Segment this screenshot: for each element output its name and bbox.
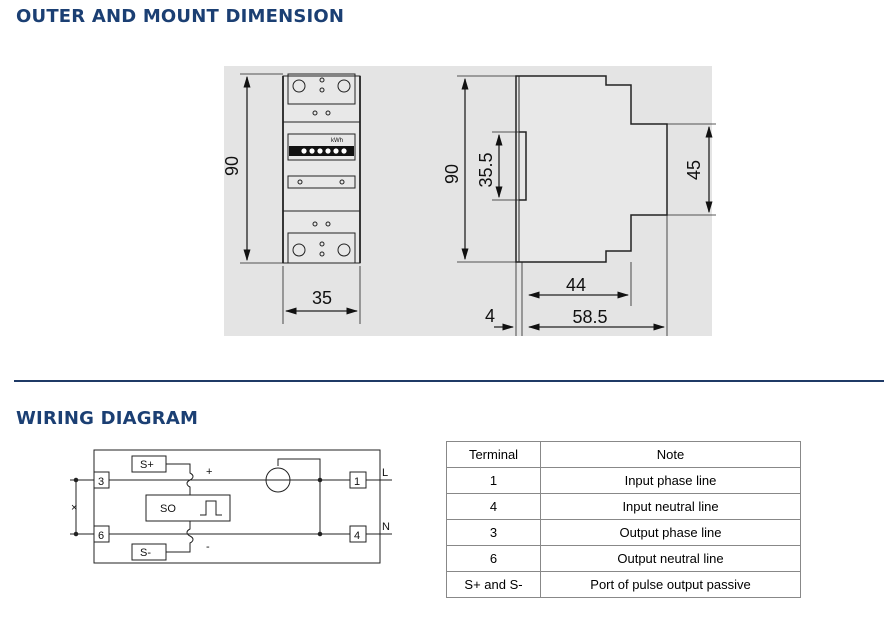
line-label: L bbox=[382, 467, 388, 479]
dimension-section-title: OUTER AND MOUNT DIMENSION bbox=[16, 6, 345, 27]
pulse-minus-label: S- bbox=[140, 547, 151, 559]
side-view bbox=[457, 75, 716, 336]
note-cell: Output phase line bbox=[540, 519, 801, 546]
terminal-3-label: 3 bbox=[98, 476, 104, 488]
rail-dimension-label: 35.5 bbox=[476, 152, 496, 187]
depth-step-label: 44 bbox=[566, 275, 586, 295]
minus-label: - bbox=[206, 541, 210, 553]
note-cell: Input phase line bbox=[540, 467, 801, 494]
dimension-drawing: 90 35 kWh 90 35.5 bbox=[222, 66, 716, 336]
wiring-diagram: S+ S- + - SO 3 6 1 4 L N × bbox=[60, 445, 400, 575]
front-height-label: 90 bbox=[222, 156, 242, 176]
plus-label: + bbox=[206, 466, 212, 478]
step-dimension-label: 45 bbox=[684, 160, 704, 180]
front-width-label: 35 bbox=[312, 288, 332, 308]
terminal-cell: S+ and S- bbox=[446, 571, 541, 598]
so-label: SO bbox=[160, 503, 176, 515]
cross-mark: × bbox=[71, 502, 77, 514]
terminal-4-label: 4 bbox=[354, 530, 360, 542]
side-height-label: 90 bbox=[442, 164, 462, 184]
pulse-plus-label: S+ bbox=[140, 459, 154, 471]
table-row: 4 Input neutral line bbox=[446, 493, 801, 520]
terminal-cell: 3 bbox=[446, 519, 541, 546]
front-view bbox=[240, 73, 361, 324]
kwh-label: kWh bbox=[331, 138, 343, 144]
note-cell: Output neutral line bbox=[540, 545, 801, 572]
terminal-table: Terminal Note 1 Input phase line 4 Input… bbox=[446, 441, 801, 598]
section-divider bbox=[14, 380, 884, 382]
terminal-cell: 1 bbox=[446, 467, 541, 494]
terminal-6-label: 6 bbox=[98, 530, 104, 542]
table-row: 3 Output phase line bbox=[446, 519, 801, 546]
rail-offset-label: 4 bbox=[485, 306, 495, 326]
terminal-cell: 4 bbox=[446, 493, 541, 520]
note-column-header: Note bbox=[540, 441, 801, 468]
table-header-row: Terminal Note bbox=[446, 441, 801, 468]
table-row: 1 Input phase line bbox=[446, 467, 801, 494]
note-cell: Port of pulse output passive bbox=[540, 571, 801, 598]
table-row: 6 Output neutral line bbox=[446, 545, 801, 572]
wiring-section-title: WIRING DIAGRAM bbox=[16, 408, 199, 429]
table-row: S+ and S- Port of pulse output passive bbox=[446, 571, 801, 598]
neutral-label: N bbox=[382, 521, 390, 533]
terminal-column-header: Terminal bbox=[446, 441, 541, 468]
terminal-1-label: 1 bbox=[354, 476, 360, 488]
depth-label: 58.5 bbox=[572, 307, 607, 327]
note-cell: Input neutral line bbox=[540, 493, 801, 520]
terminal-cell: 6 bbox=[446, 545, 541, 572]
